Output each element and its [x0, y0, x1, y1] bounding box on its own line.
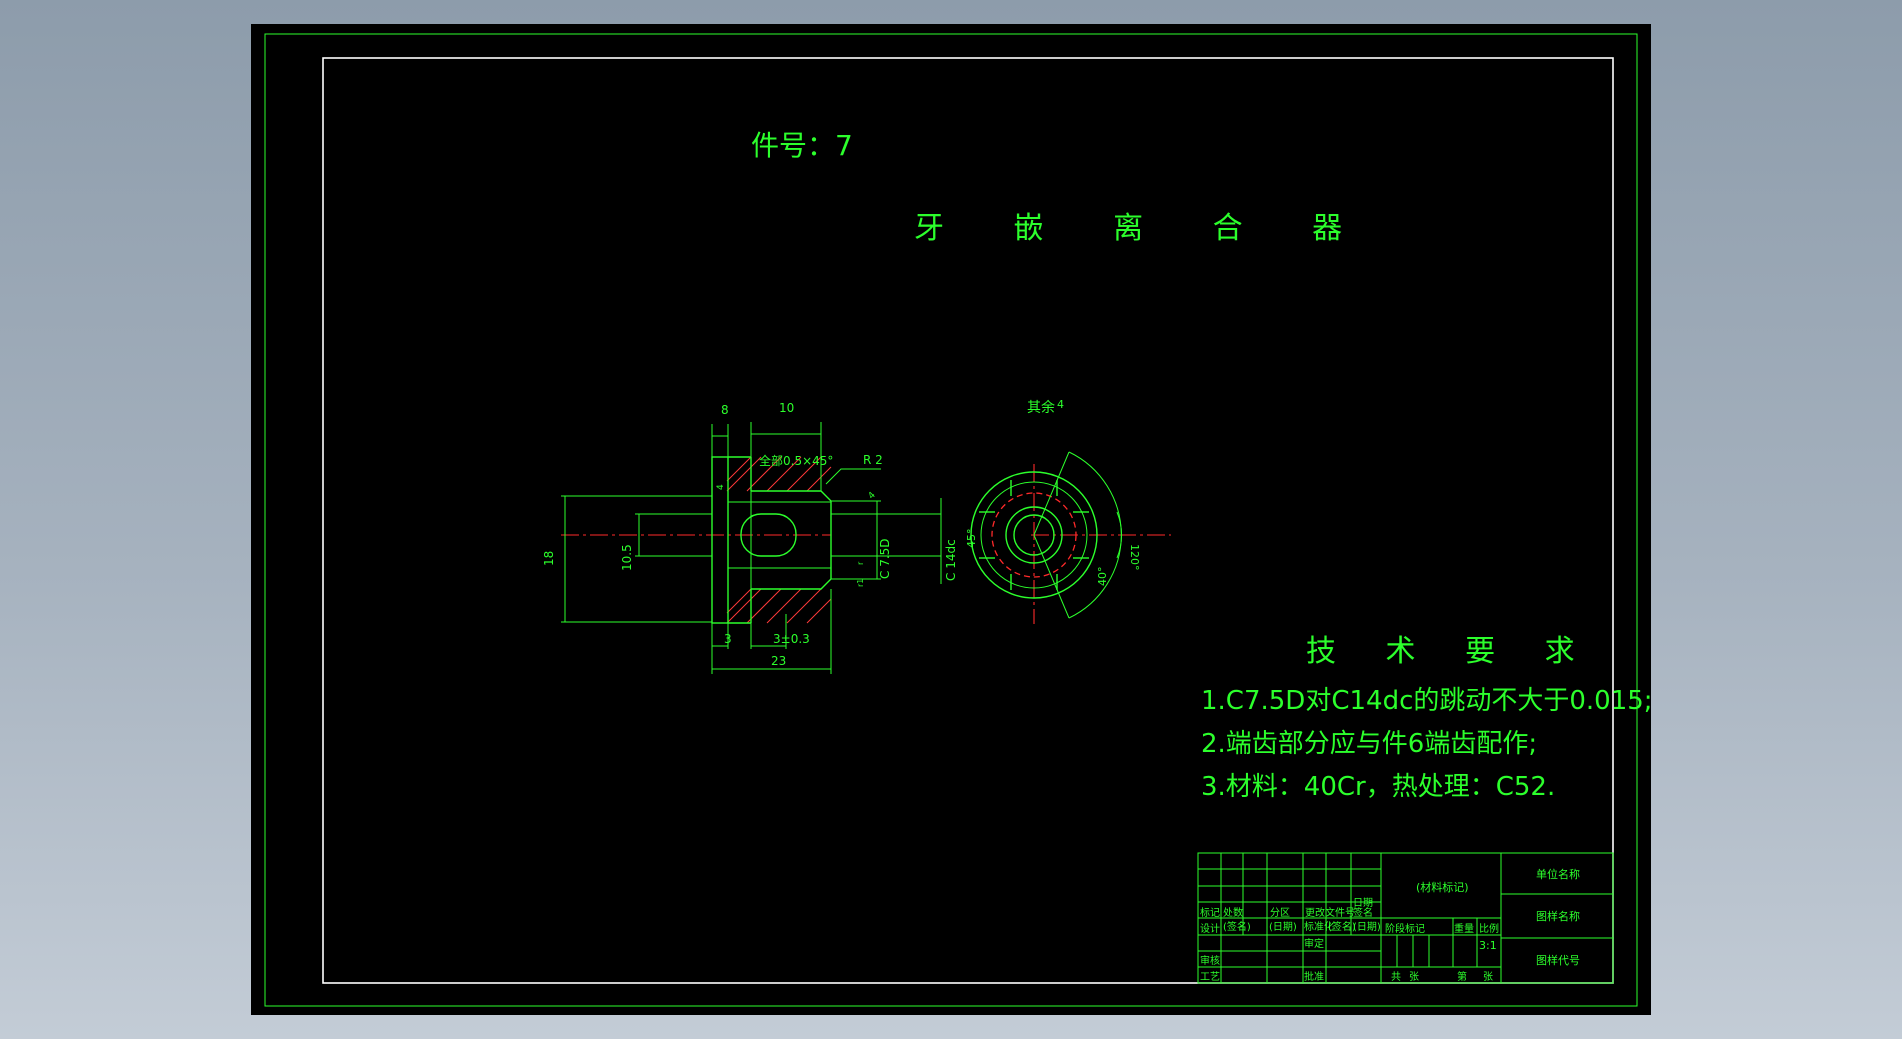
end-view: 45° 120° 40° [965, 451, 1171, 624]
drawing-title: 牙 嵌 离 合 器 [914, 211, 1372, 246]
tb-scale: 比例 [1479, 922, 1499, 935]
side-section-view: 8 10 全部0.5×45° R 2 18 10.5 C 7.5D C 14dc… [542, 401, 958, 674]
tb-stage-mark: 阶段标记 [1385, 922, 1425, 935]
part-outline [711, 456, 832, 624]
tb-label-zone: 分区 [1270, 907, 1290, 919]
tb-sheets: 张 [1409, 971, 1419, 983]
tb-craft: 工艺 [1200, 971, 1220, 983]
tb-label-change-doc: 更改文件号 [1305, 906, 1355, 919]
tb-date2: (日期) [1353, 921, 1381, 933]
roughness-note: 其余 [1027, 399, 1055, 416]
tb-unit-name: 单位名称 [1536, 867, 1580, 881]
dim-chamfer: 全部0.5×45° [759, 453, 833, 468]
tb-sign2: (签名) [1328, 920, 1356, 933]
tech-req-heading: 技 术 要 求 [1306, 634, 1595, 669]
tech-req-item-3: 3.材料：40Cr，热处理：C52. [1201, 772, 1555, 802]
roughness-value: 4 [1057, 398, 1064, 411]
dim-flange-width: 8 [721, 403, 729, 417]
slot [740, 513, 797, 557]
section-hatching [726, 456, 832, 624]
roughness-mark-2: 4 [867, 490, 878, 501]
end-view-tooth-circle [991, 492, 1077, 578]
dim-r-small: r [856, 561, 865, 565]
tech-req-item-1: 1.C7.5D对C14dc的跳动不大于0.015; [1201, 686, 1651, 716]
end-view-outer-circle [970, 471, 1098, 599]
title-block: (材料标记) 单位名称 图样名称 图样代号 标记 处数 分区 更改文件号 签名 … [1197, 852, 1614, 984]
technical-requirements: 技 术 要 求 1.C7.5D对C14dc的跳动不大于0.015; 2.端齿部分… [1201, 634, 1651, 802]
tech-req-item-2: 2.端齿部分应与件6端齿配作; [1201, 729, 1537, 759]
tb-approve: 批准 [1304, 970, 1324, 983]
outer-frame [264, 33, 1638, 1007]
tb-check: 审定 [1304, 937, 1324, 950]
tb-scale-value: 3:1 [1479, 939, 1497, 952]
dim-bore-dia: 10.5 [620, 544, 634, 571]
drawing-sheet: 件号：7 牙 嵌 离 合 器 其余 4 [251, 24, 1651, 1015]
tb-label-mark: 标记 [1200, 907, 1220, 919]
tb-design: 设计 [1200, 922, 1220, 935]
dim-angle-45: 45° [965, 529, 978, 549]
tb-page-sheets: 张 [1483, 971, 1493, 983]
tb-material-mark: (材料标记) [1416, 880, 1469, 894]
dim-total-len: 23 [771, 654, 786, 668]
end-view-teeth [979, 480, 1089, 590]
tb-sign-date: (签名) [1223, 920, 1251, 933]
end-view-bore-outer [1005, 506, 1063, 564]
end-view-outer-circle-2 [980, 481, 1088, 589]
inner-frame [322, 57, 1614, 984]
tb-drawing-name: 图样名称 [1536, 909, 1580, 923]
tb-date1: (日期) [1269, 921, 1297, 933]
angle-arc-40 [1116, 511, 1123, 559]
tb-label-date: 日期 [1353, 897, 1373, 909]
dimensions-side [561, 422, 942, 674]
tb-drawing-code: 图样代号 [1536, 953, 1580, 967]
dim-r-small-2: r1 [856, 579, 865, 587]
part-number: 件号：7 [751, 129, 853, 162]
dim-flange-dia: 18 [542, 551, 556, 566]
tb-label-count: 处数 [1223, 906, 1243, 919]
end-view-bore [1013, 514, 1055, 556]
dim-tooth-depth: 3±0.3 [773, 632, 810, 646]
dim-flange-thk: 3 [724, 632, 732, 646]
dim-outer-dia: C 14dc [944, 539, 958, 581]
tb-page: 第 [1457, 970, 1467, 983]
tb-total: 共 [1391, 971, 1401, 983]
dim-radius: R 2 [863, 453, 883, 467]
tb-weight: 重量 [1454, 922, 1474, 935]
dim-angle-120: 120° [1128, 544, 1141, 571]
cad-drawing: 件号：7 牙 嵌 离 合 器 其余 4 [264, 33, 1651, 1007]
tb-review: 审核 [1200, 954, 1220, 967]
tb-standardize: 标准化 [1304, 920, 1334, 933]
roughness-mark-1: 4 [716, 484, 726, 490]
tb-label-sign: 签名 [1353, 906, 1373, 919]
dim-shoulder-len: 10 [779, 401, 794, 415]
dim-angle-40: 40° [1096, 567, 1109, 587]
dim-shaft-dia: C 7.5D [878, 538, 892, 579]
